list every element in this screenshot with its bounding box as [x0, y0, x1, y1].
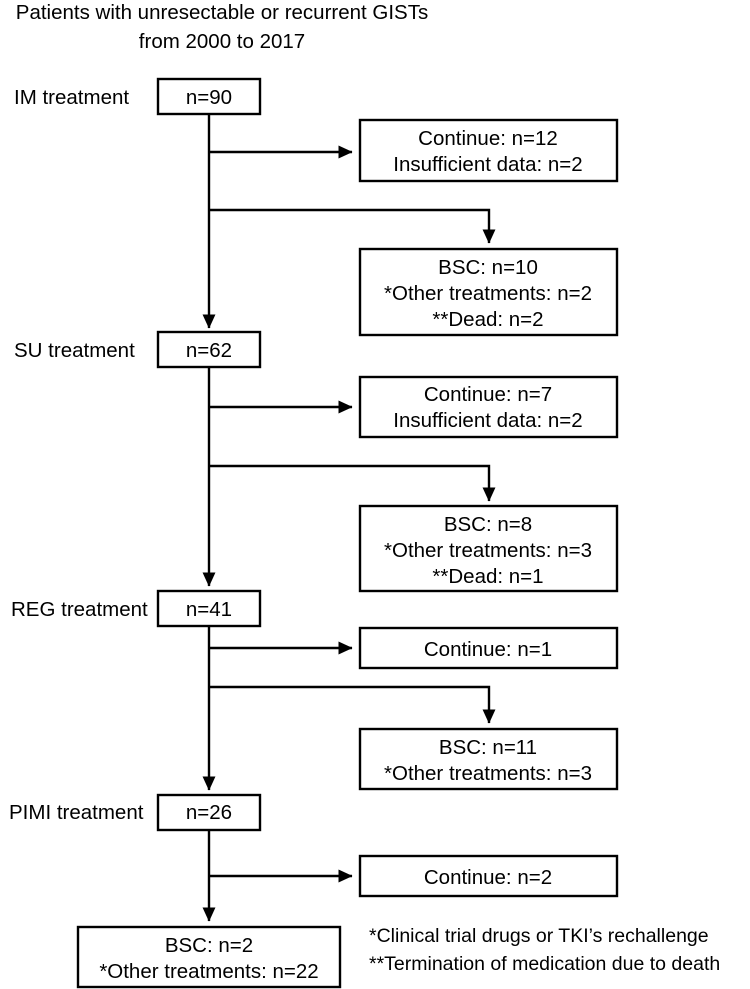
final-bsc-box-line-2: *Other treatments: n=22: [99, 960, 318, 983]
continue-box-im-line-2: Insufficient data: n=2: [393, 153, 582, 176]
continue-box-im: [358, 118, 619, 183]
continue-box-reg-line-1: Continue: n=1: [424, 638, 552, 661]
continue-box-reg: [358, 626, 619, 670]
bsc-box-su-line-3: **Dead: n=1: [432, 565, 543, 588]
continue-box-su: [358, 375, 619, 439]
bsc-box-im-line-3: **Dead: n=2: [432, 308, 543, 331]
continue-box-su-line-1: Continue: n=7: [424, 383, 552, 406]
stage-box-su: [156, 330, 262, 369]
final-bsc-box-line-1: BSC: n=2: [165, 934, 253, 957]
figure-title-line-1: Patients with unresectable or recurrent …: [16, 1, 428, 24]
bsc-box-su-line-2: *Other treatments: n=3: [384, 539, 592, 562]
stage-label-su: SU treatment: [14, 339, 135, 362]
stage-label-im: IM treatment: [14, 86, 129, 109]
bsc-box-im-line-2: *Other treatments: n=2: [384, 282, 592, 305]
stage-label-pimi: PIMI treatment: [9, 801, 144, 824]
figure-title-line-2: from 2000 to 2017: [139, 30, 305, 53]
stage-label-reg: REG treatment: [11, 598, 148, 621]
final-bsc-box: [76, 925, 342, 989]
bsc-box-reg-line-1: BSC: n=11: [439, 736, 537, 759]
footnote-double-asterisk: **Termination of medication due to death: [369, 953, 720, 975]
bsc-box-im-line-1: BSC: n=10: [438, 256, 538, 279]
stage-count-reg: n=41: [186, 598, 232, 621]
continue-box-su-line-2: Insufficient data: n=2: [393, 409, 582, 432]
stage-count-su: n=62: [186, 339, 232, 362]
stage-count-im: n=90: [186, 86, 232, 109]
bsc-box-reg: [358, 727, 619, 791]
stage-box-pimi: [156, 793, 262, 832]
connector-su-to-bsc: [209, 464, 496, 502]
continue-box-im-line-1: Continue: n=12: [418, 127, 558, 150]
bsc-box-su-line-1: BSC: n=8: [444, 513, 532, 536]
footnote-single-asterisk: *Clinical trial drugs or TKI’s rechallen…: [369, 925, 709, 947]
bsc-box-im: [358, 247, 619, 337]
bsc-box-reg-line-2: *Other treatments: n=3: [384, 762, 592, 785]
connector-reg-to-bsc: [209, 685, 496, 724]
connector-im-to-bsc: [209, 208, 496, 244]
bsc-box-su: [358, 504, 619, 593]
continue-box-pimi-line-1: Continue: n=2: [424, 866, 552, 889]
stage-box-reg: [156, 589, 262, 628]
continue-box-pimi: [358, 854, 619, 898]
stage-count-pimi: n=26: [186, 801, 232, 824]
